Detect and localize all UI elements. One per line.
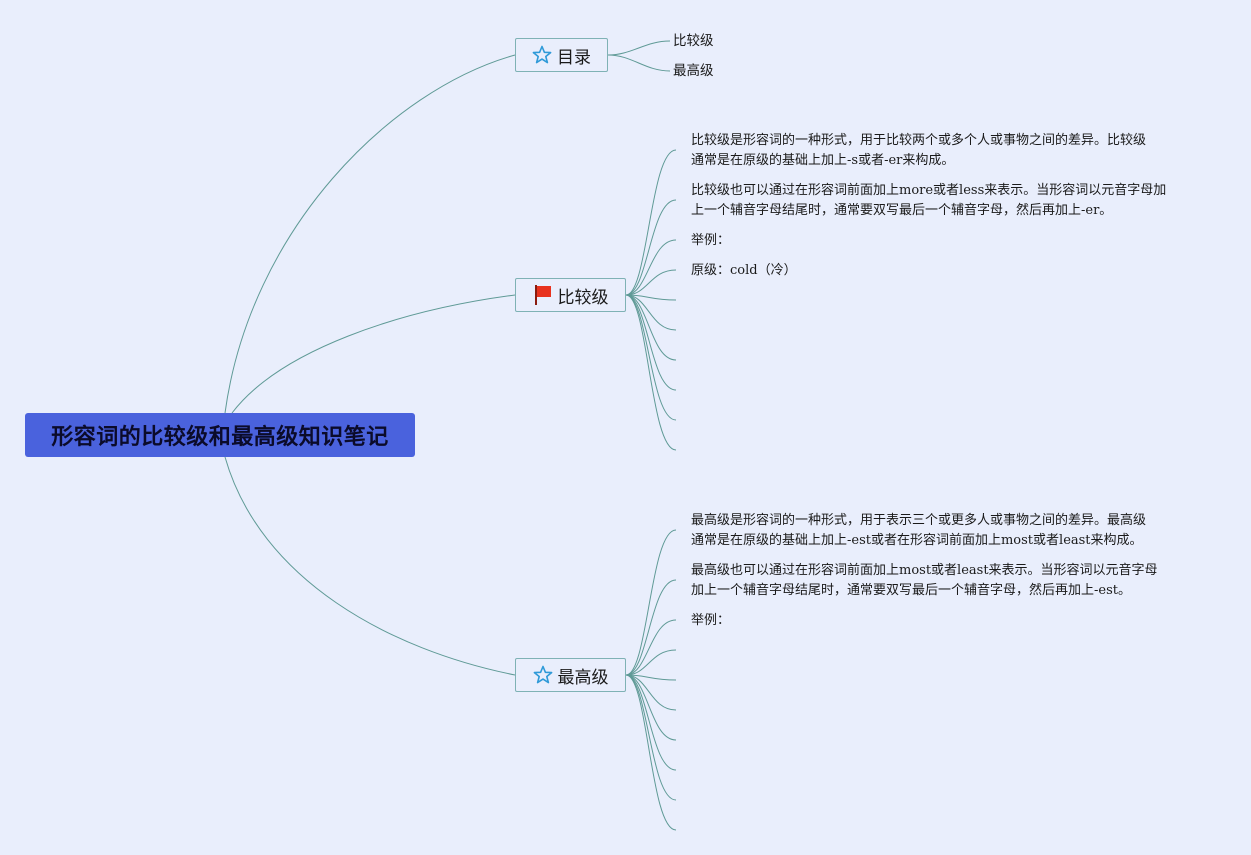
connector-comparative-item	[625, 294, 677, 331]
connector-toc-item	[607, 54, 671, 72]
comparative-note-4[interactable]: 原级：cold（冷）	[691, 263, 797, 278]
branch-superlative-label: 最高级	[557, 667, 609, 688]
connector-comparative-item	[625, 149, 677, 296]
connector-comparative-item	[625, 294, 677, 361]
connector-root-superlative	[224, 456, 516, 676]
branch-comparative[interactable]: 比较级	[515, 278, 626, 312]
branch-comparative-label: 比较级	[557, 287, 609, 308]
root-topic[interactable]: 形容词的比较级和最高级知识笔记	[25, 413, 415, 457]
connector-superlative-item	[625, 674, 677, 681]
connector-comparative-item	[625, 294, 677, 301]
connector-superlative-item	[625, 529, 677, 676]
connector-toc-item	[607, 40, 671, 56]
comparative-note-1[interactable]: 比较级是形容词的一种形式，用于比较两个或多个人或事物之间的差异。比较级 通常是在…	[691, 133, 1147, 168]
toc-item-superlative[interactable]: 最高级	[673, 63, 714, 79]
connector-comparative-item	[625, 269, 677, 296]
superlative-note-3[interactable]: 举例：	[691, 613, 731, 628]
connector-superlative-item	[625, 674, 677, 771]
comparative-note-2[interactable]: 比较级也可以通过在形容词前面加上more或者less来表示。当形容词以元音字母加…	[691, 183, 1167, 218]
connector-superlative-item	[625, 674, 677, 741]
red-flag-icon	[534, 285, 551, 305]
comparative-note-3[interactable]: 举例：	[691, 233, 731, 248]
connector-comparative-item	[625, 294, 677, 391]
star-icon	[532, 45, 552, 64]
star-icon	[533, 665, 552, 684]
connector-superlative-item	[625, 579, 677, 676]
superlative-note-2[interactable]: 最高级也可以通过在形容词前面加上most或者least来表示。当形容词以元音字母…	[691, 563, 1158, 598]
connector-superlative-item	[625, 649, 677, 676]
branch-toc-label: 目录	[557, 47, 591, 68]
connector-root-toc	[224, 54, 516, 414]
connector-comparative-item	[625, 239, 677, 296]
connector-lines	[224, 40, 677, 831]
branch-superlative[interactable]: 最高级	[515, 658, 626, 692]
connector-comparative-item	[625, 199, 677, 296]
toc-item-comparative[interactable]: 比较级	[673, 33, 714, 49]
superlative-note-1[interactable]: 最高级是形容词的一种形式，用于表示三个或更多人或事物之间的差异。最高级 通常是在…	[691, 513, 1147, 548]
branch-toc[interactable]: 目录	[515, 38, 608, 72]
connector-comparative-item	[625, 294, 677, 451]
connector-root-comparative	[231, 294, 516, 414]
connector-superlative-item	[625, 674, 677, 831]
root-topic-label: 形容词的比较级和最高级知识笔记	[51, 425, 389, 450]
connector-superlative-item	[625, 674, 677, 711]
connector-superlative-item	[625, 619, 677, 676]
